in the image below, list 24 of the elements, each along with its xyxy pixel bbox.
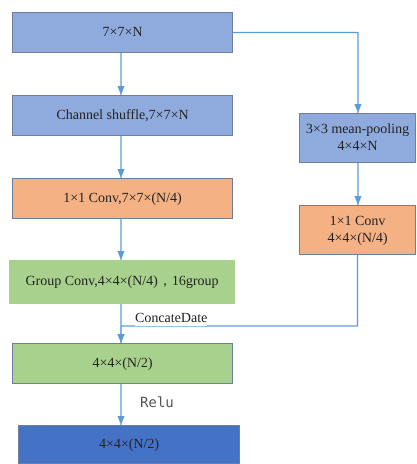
box-label: 7×7×N [102, 24, 142, 42]
arrow [233, 32, 362, 113]
box-label: 3×3 mean-pooling 4×4×N [304, 120, 410, 156]
arrow [117, 136, 125, 178]
edge-label: ConcateDate [135, 311, 208, 326]
box-label: Channel shuffle,7×7×N [56, 106, 189, 124]
box-label: 1×1 Conv 4×4×(N/4) [326, 212, 389, 248]
process-box [12, 343, 233, 384]
arrow [117, 53, 125, 95]
arrow [354, 163, 362, 205]
box-label: Group Conv,4×4×(N/4)，16group [26, 273, 218, 291]
arrow [117, 219, 125, 260]
arrow [117, 255, 358, 343]
process-box [12, 95, 233, 136]
box-label: 1×1 Conv,7×7×(N/4) [63, 190, 182, 208]
process-box [18, 425, 240, 464]
process-box [12, 12, 233, 53]
process-box [299, 113, 416, 163]
arrow [117, 384, 125, 425]
box-label: 4×4×(N/2) [92, 354, 153, 372]
process-box [299, 205, 416, 255]
process-box [12, 178, 233, 219]
process-box [9, 260, 235, 304]
box-label: 4×4×(N/2) [98, 436, 160, 454]
